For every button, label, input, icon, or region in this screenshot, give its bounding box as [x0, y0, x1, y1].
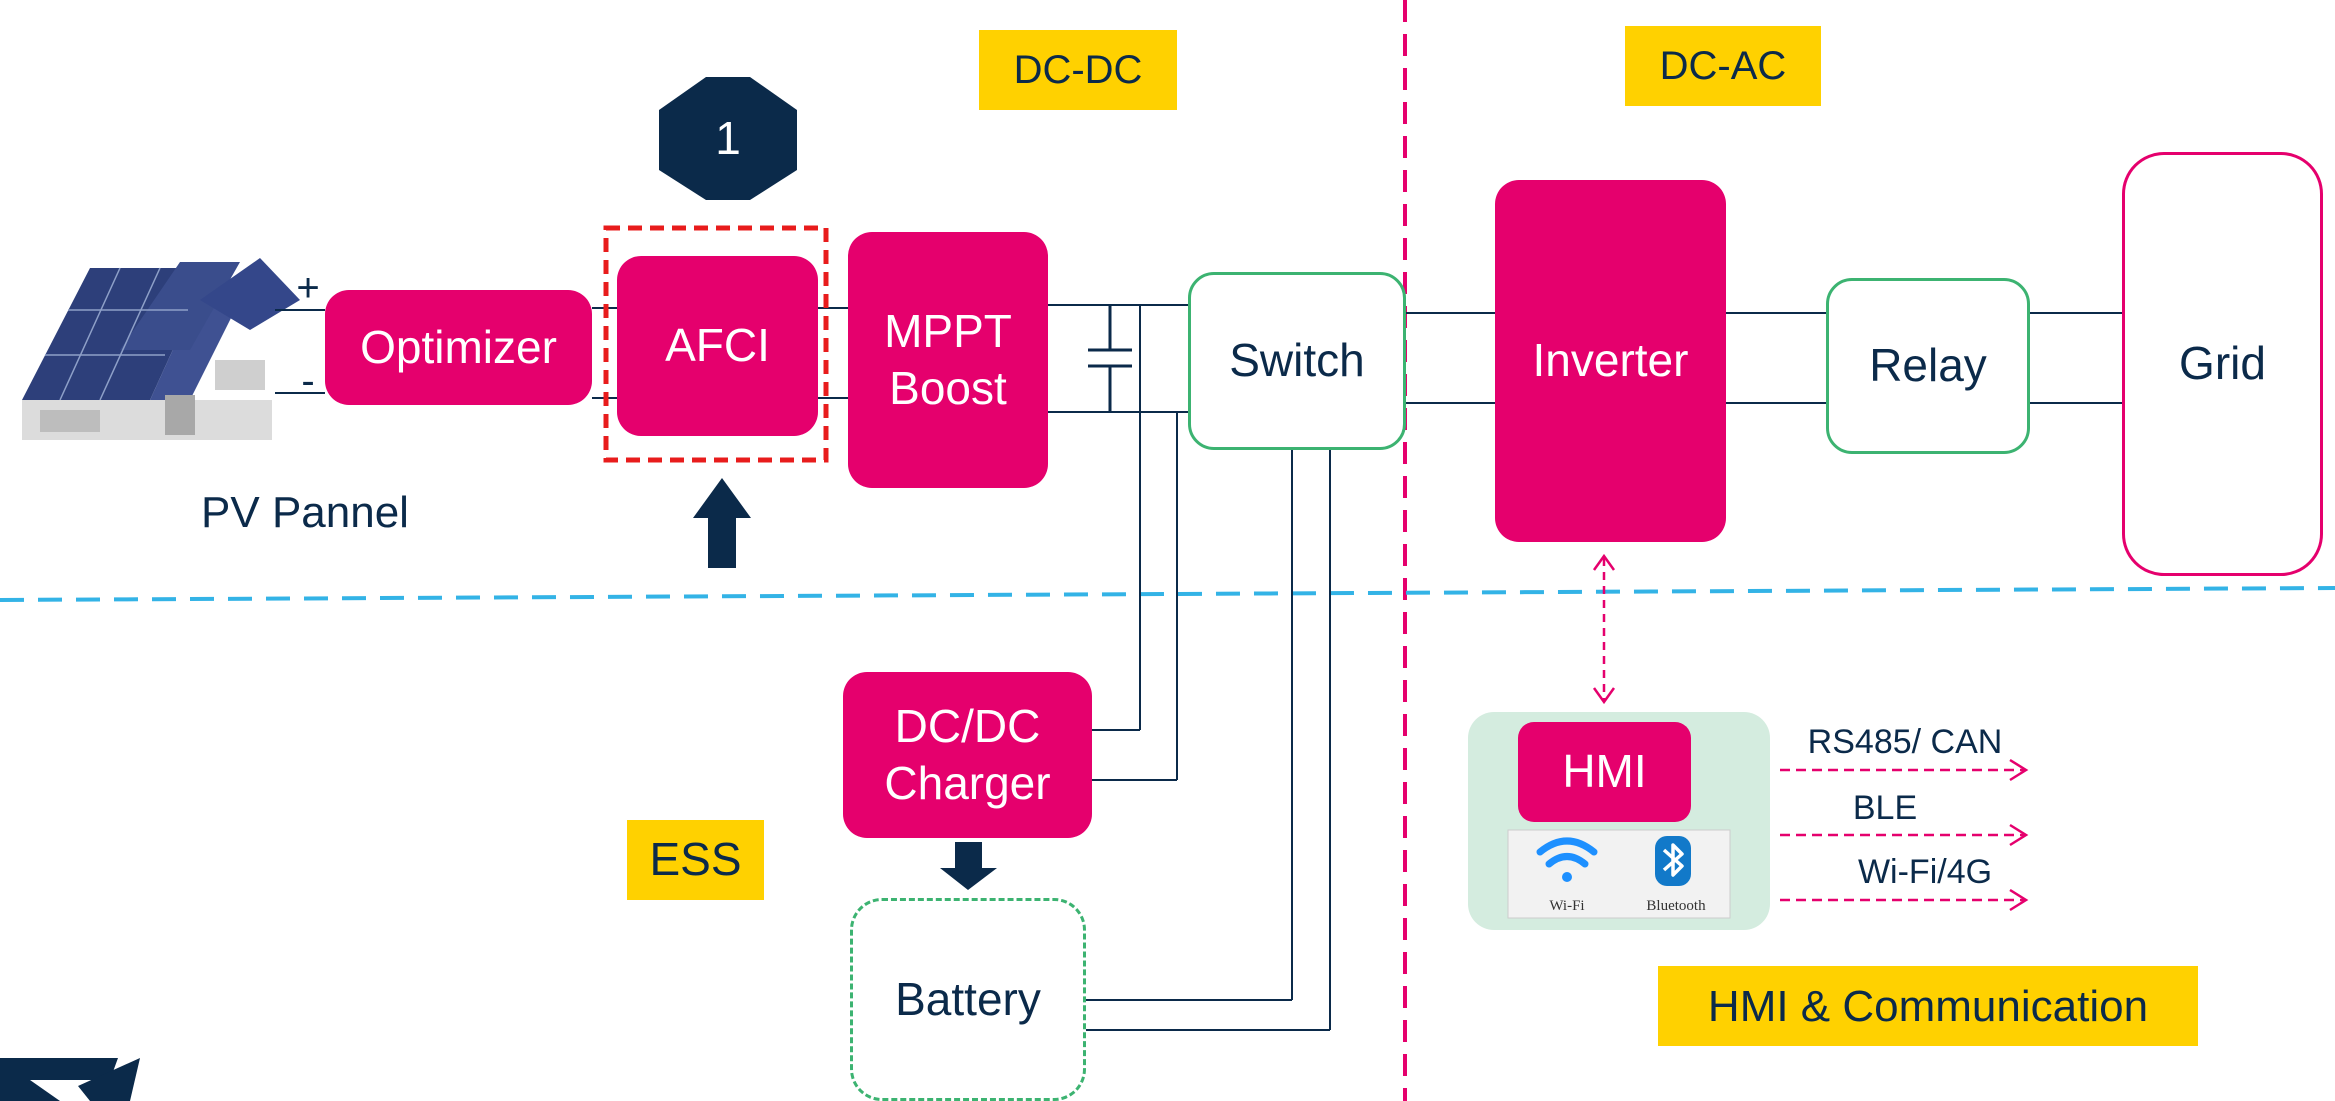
mppt-boost-block: MPPT Boost — [848, 232, 1048, 488]
comm-label-rs485: RS485/ CAN — [1807, 722, 2003, 761]
capacitor-symbol — [1088, 305, 1132, 412]
terminal-minus: - — [301, 359, 315, 403]
battery-block: Battery — [850, 898, 1086, 1101]
comm-label-ble: BLE — [1852, 788, 1918, 827]
up-arrow — [693, 478, 751, 568]
down-arrow — [940, 842, 997, 890]
step-marker-shape — [659, 77, 797, 200]
comm-arrow-wifi4g — [1780, 888, 2029, 912]
section-tag-dcac: DC-AC — [1625, 26, 1821, 106]
pv-panel-image — [22, 258, 300, 440]
dcdc-charger-block: DC/DC Charger — [843, 672, 1092, 838]
inverter-block: Inverter — [1495, 180, 1726, 542]
hmi-block: HMI — [1518, 722, 1691, 822]
st-logo — [0, 1058, 140, 1101]
comm-arrow-rs485 — [1780, 758, 2029, 782]
charger-label-line1: DC/DC — [894, 699, 1041, 752]
relay-block: Relay — [1826, 278, 2030, 454]
section-tag-hmi-communication: HMI & Communication — [1658, 966, 2198, 1046]
section-tag-dcdc: DC-DC — [979, 30, 1177, 110]
comm-label-wifi4g: Wi-Fi/4G — [1857, 852, 1993, 891]
grid-block: Grid — [2122, 152, 2323, 576]
divider-horizontal — [0, 586, 2335, 602]
wifi-caption: Wi-Fi — [1549, 897, 1585, 914]
charger-label-line2: Charger — [884, 757, 1051, 809]
optimizer-block: Optimizer — [325, 290, 592, 405]
comm-arrow-ble — [1780, 823, 2029, 847]
mppt-label-line1: MPPT — [884, 304, 1012, 357]
mppt-label-line2: Boost — [889, 362, 1007, 414]
step-marker-number: 1 — [715, 111, 741, 164]
pv-panel-label: PV Pannel — [201, 487, 409, 537]
switch-block: Switch — [1188, 272, 1406, 450]
afci-highlight-frame — [603, 225, 829, 463]
section-tag-ess: ESS — [627, 820, 764, 900]
afci-block: AFCI — [617, 256, 818, 436]
hmi-link-arrow — [1592, 553, 1616, 705]
terminal-plus: + — [296, 266, 320, 310]
bluetooth-icon — [1655, 836, 1691, 886]
bluetooth-caption: Bluetooth — [1646, 897, 1706, 914]
wifi-icon — [1536, 837, 1598, 882]
